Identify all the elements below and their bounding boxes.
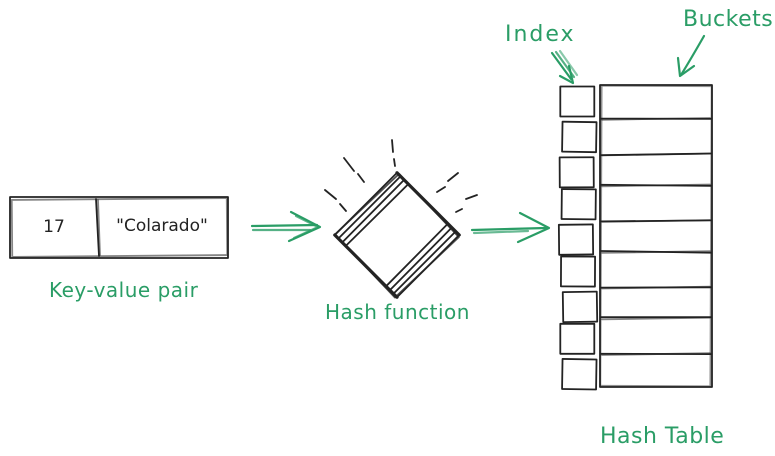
- hash-function-stripe: [341, 179, 405, 243]
- bucket-divider-echo: [601, 250, 711, 254]
- key-value-pair-box: [9, 196, 229, 259]
- index-cell: [557, 223, 595, 256]
- index-cell: [561, 120, 598, 154]
- hash-function-stripe: [393, 231, 456, 294]
- index-cell: [560, 255, 596, 288]
- arrow-shaft: [470, 226, 548, 232]
- hash-table-caption: Hash Table: [600, 424, 725, 449]
- arrow-head: [558, 64, 575, 85]
- index-pointer-arrow: [550, 49, 579, 85]
- bucket-divider-echo: [601, 152, 711, 157]
- index-cell: [561, 358, 598, 391]
- diamond-thick-edge: [395, 171, 461, 237]
- buckets-pointer-arrow: [676, 34, 706, 78]
- kv-box-outline: [9, 196, 229, 259]
- index-cell: [561, 290, 599, 324]
- index-cell: [558, 156, 595, 189]
- arrow-shaft: [250, 223, 319, 228]
- kv-box-divider-echo: [97, 199, 101, 256]
- bucket-column: [599, 84, 713, 388]
- arrow-head-echo: [292, 214, 320, 240]
- hash-function-stripe: [338, 176, 401, 239]
- hash-function-stripe: [385, 223, 449, 287]
- hash-function-stripe: [389, 227, 453, 291]
- bucket-divider-echo: [601, 183, 711, 188]
- key-cell-value: 17: [43, 217, 65, 237]
- bucket-divider-echo: [601, 316, 711, 321]
- arrow-shaft-echo: [558, 49, 579, 77]
- arrow-head: [676, 56, 696, 78]
- arrow-shaft-echo: [472, 229, 530, 235]
- hash-function-caption: Hash function: [325, 300, 470, 324]
- sparkle-rays-icon: [324, 139, 478, 213]
- hash-function-stripe: [345, 183, 409, 247]
- hash-to-table-arrow: [470, 211, 551, 244]
- bucket-divider-echo: [601, 219, 711, 223]
- bucket-dividers: [600, 117, 712, 356]
- index-label: Index: [505, 22, 576, 47]
- index-column: [557, 85, 599, 391]
- hash-function-shape: [324, 139, 478, 299]
- index-cell: [559, 85, 596, 118]
- bucket-divider-echo: [601, 117, 711, 121]
- value-cell-value: "Colarado": [116, 216, 208, 236]
- diamond-thick-edge: [333, 233, 399, 299]
- index-cell: [559, 322, 596, 355]
- hash-function-diamond: [333, 171, 461, 299]
- index-cell: [560, 188, 597, 221]
- bucket-outline-echo: [599, 84, 713, 388]
- bucket-divider-echo: [601, 285, 711, 290]
- buckets-label: Buckets: [683, 7, 774, 32]
- bucket-divider-echo: [601, 352, 711, 356]
- kv-box-outline-echo: [10, 197, 229, 258]
- key-value-pair-caption: Key-value pair: [49, 278, 199, 302]
- arrow-shaft: [550, 51, 573, 81]
- arrow-head: [516, 211, 551, 244]
- kv-box-divider: [95, 198, 100, 257]
- arrow-shaft: [679, 34, 706, 77]
- bucket-outline: [599, 84, 713, 388]
- diamond-outline: [333, 171, 461, 299]
- kv-to-hash-arrow: [250, 210, 322, 243]
